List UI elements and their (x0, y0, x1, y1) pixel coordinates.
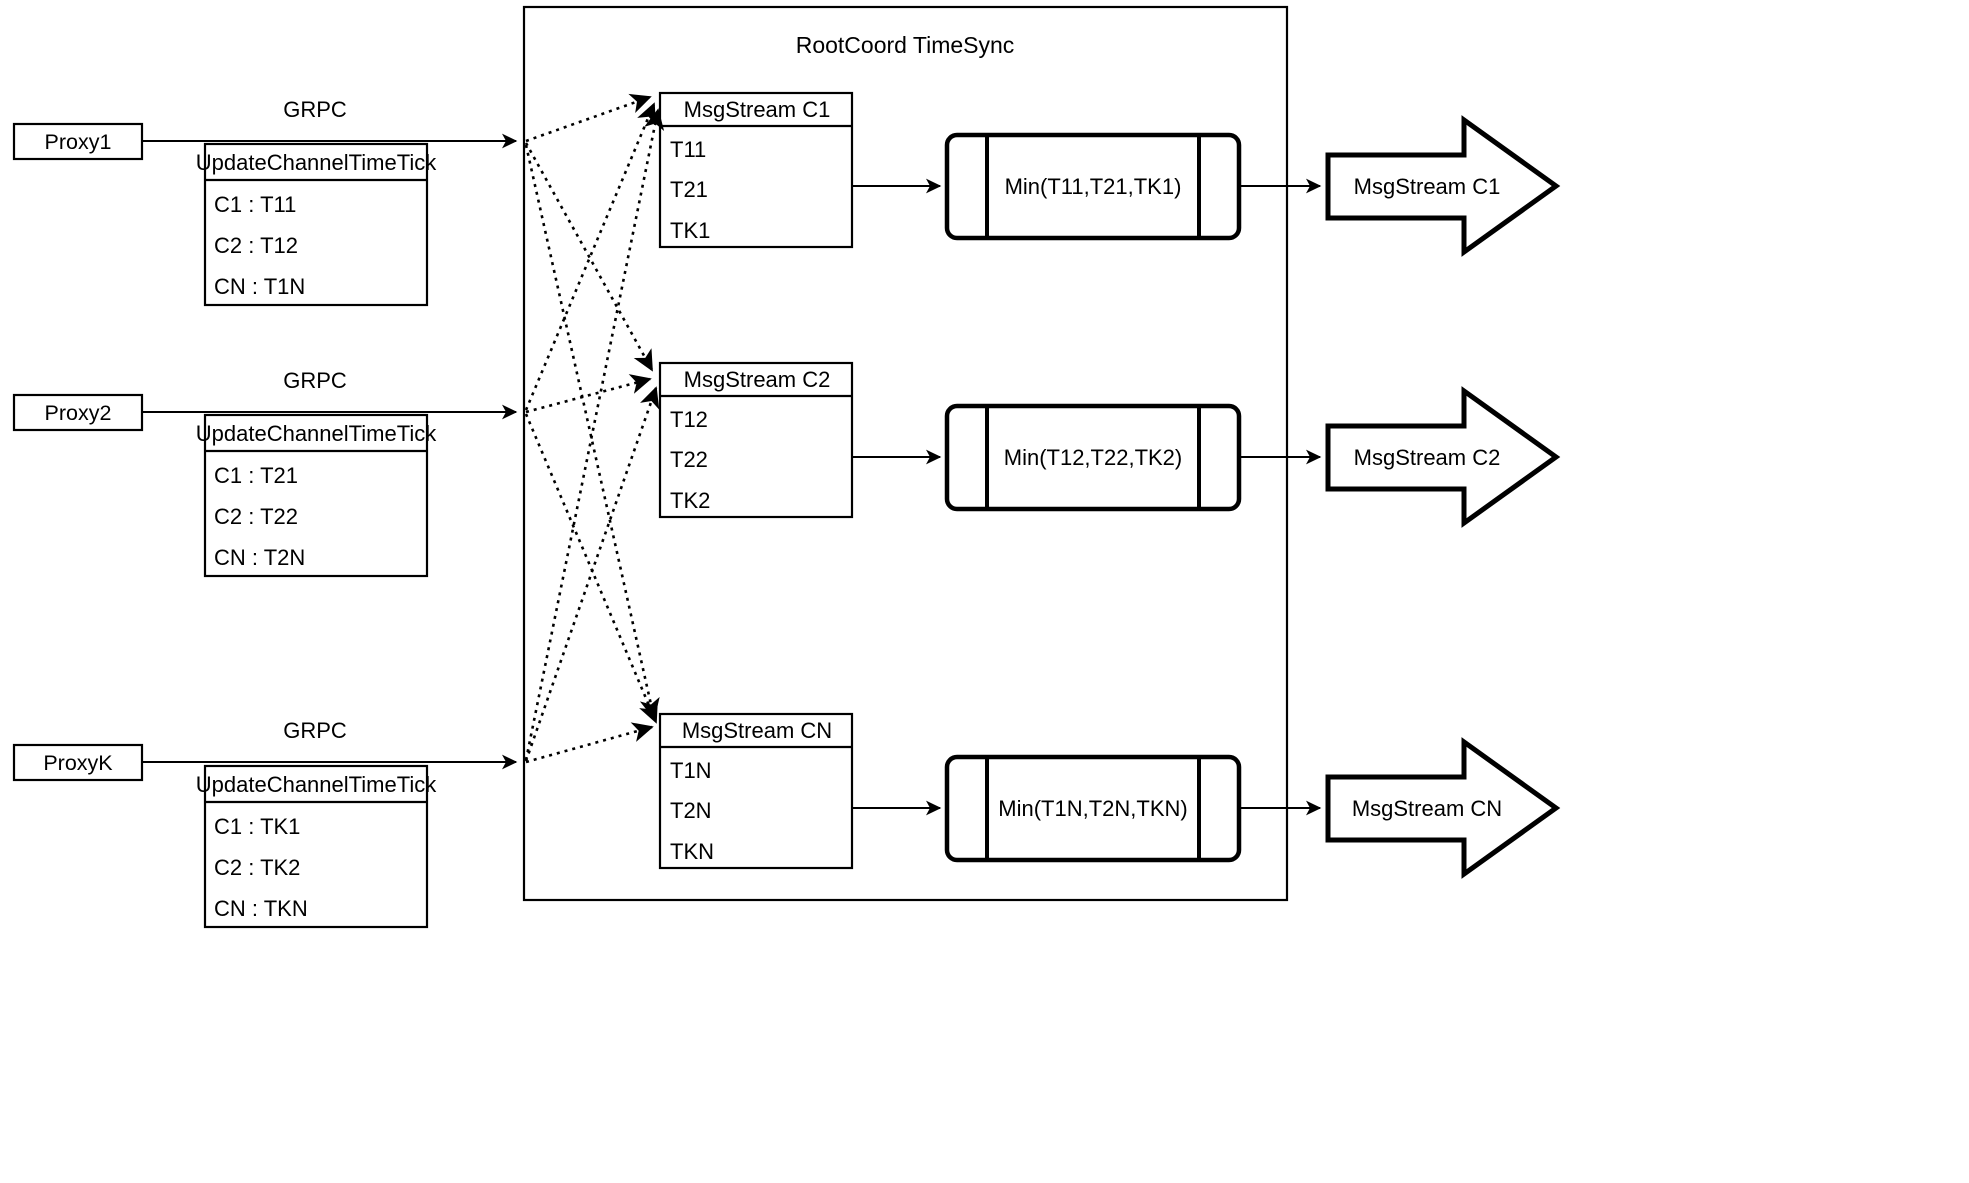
row-3: ProxyK GRPC UpdateChannelTimeTick C1 : T… (12, 712, 1561, 929)
grpc-label-3: GRPC (283, 718, 347, 743)
rpc-entry-3-0: C1 : TK1 (214, 814, 300, 839)
proxy-label-3: ProxyK (43, 751, 113, 775)
grpc-label-2: GRPC (283, 368, 347, 393)
fanout-edge-p1-c2 (524, 142, 654, 372)
msgstream-entry-1-1: T21 (670, 177, 708, 202)
fanout-edge-pk-cn (525, 722, 654, 764)
msgstream-entry-1-2: TK1 (670, 218, 710, 243)
output-arrow-shape-3: MsgStream CN (1325, 737, 1561, 879)
row-1: Proxy1 GRPC UpdateChannelTimeTick C1 : T… (12, 91, 1561, 307)
msgstream-title-2: MsgStream C2 (684, 367, 831, 392)
msgstream-entry-3-1: T2N (670, 798, 712, 823)
rpc-entry-2-0: C1 : T21 (214, 463, 298, 488)
msgstream-entry-2-0: T12 (670, 407, 708, 432)
output-arrow-shape-1: MsgStream C1 (1325, 115, 1561, 257)
fanout-edge-p1-c1 (525, 93, 652, 143)
output-arrow-shape-2: MsgStream C2 (1325, 386, 1561, 528)
msgstream-box-2: MsgStream C2 T12 T22 TK2 (658, 361, 854, 519)
update-channel-timetick-box-2: UpdateChannelTimeTick C1 : T21 C2 : T22 … (196, 413, 437, 578)
min-label-1: Min(T11,T21,TK1) (1005, 174, 1182, 199)
rpc-entry-2-2: CN : T2N (214, 545, 305, 570)
proxy-label-1: Proxy1 (45, 130, 112, 154)
msgstream-entry-1-0: T11 (670, 137, 706, 162)
update-channel-timetick-box-1: UpdateChannelTimeTick C1 : T11 C2 : T12 … (196, 142, 437, 307)
proxy-box-2[interactable]: Proxy2 (12, 393, 144, 432)
msgstream-title-3: MsgStream CN (682, 718, 832, 743)
rootcoord-title: RootCoord TimeSync (796, 32, 1015, 58)
output-label-3: MsgStream CN (1352, 796, 1502, 821)
rpc-title-3: UpdateChannelTimeTick (196, 772, 437, 797)
min-process-box-1: Min(T11,T21,TK1) (944, 132, 1242, 241)
rpc-entry-2-1: C2 : T22 (214, 504, 298, 529)
msgstream-box-1: MsgStream C1 T11 T21 TK1 (658, 91, 854, 249)
proxy-box-1[interactable]: Proxy1 (12, 122, 144, 161)
min-process-box-3: Min(T1N,T2N,TKN) (944, 754, 1242, 863)
rpc-entry-3-2: CN : TKN (214, 896, 308, 921)
min-label-2: Min(T12,T22,TK2) (1004, 445, 1183, 470)
min-label-3: Min(T1N,T2N,TKN) (998, 796, 1187, 821)
rpc-entry-1-1: C2 : T12 (214, 233, 298, 258)
fanout-edge-p1-cn (524, 144, 660, 720)
update-channel-timetick-box-3: UpdateChannelTimeTick C1 : TK1 C2 : TK2 … (196, 764, 437, 929)
proxy-label-2: Proxy2 (45, 401, 112, 425)
fanout-edge-pk-c1 (524, 108, 665, 761)
grpc-label-1: GRPC (283, 97, 347, 122)
fanout-edge-p2-c2 (525, 374, 652, 414)
msgstream-entry-2-1: T22 (670, 447, 708, 472)
output-label-2: MsgStream C2 (1354, 445, 1501, 470)
rpc-entry-3-1: C2 : TK2 (214, 855, 300, 880)
output-label-1: MsgStream C1 (1354, 174, 1501, 199)
msgstream-entry-2-2: TK2 (670, 488, 710, 513)
msgstream-entry-3-2: TKN (670, 839, 714, 864)
fanout-edge-pk-c2 (524, 386, 660, 762)
rpc-title-2: UpdateChannelTimeTick (196, 421, 437, 446)
rpc-entry-1-0: C1 : T11 (214, 192, 296, 217)
rpc-title-1: UpdateChannelTimeTick (196, 150, 437, 175)
min-process-box-2: Min(T12,T22,TK2) (944, 403, 1242, 512)
msgstream-box-3: MsgStream CN T1N T2N TKN (658, 712, 854, 870)
row-2: Proxy2 GRPC UpdateChannelTimeTick C1 : T… (12, 361, 1561, 578)
timetick-fanout-edges (524, 93, 665, 764)
proxy-box-3[interactable]: ProxyK (12, 743, 144, 782)
rpc-entry-1-2: CN : T1N (214, 274, 305, 299)
msgstream-title-1: MsgStream C1 (684, 97, 831, 122)
msgstream-entry-3-0: T1N (670, 758, 712, 783)
